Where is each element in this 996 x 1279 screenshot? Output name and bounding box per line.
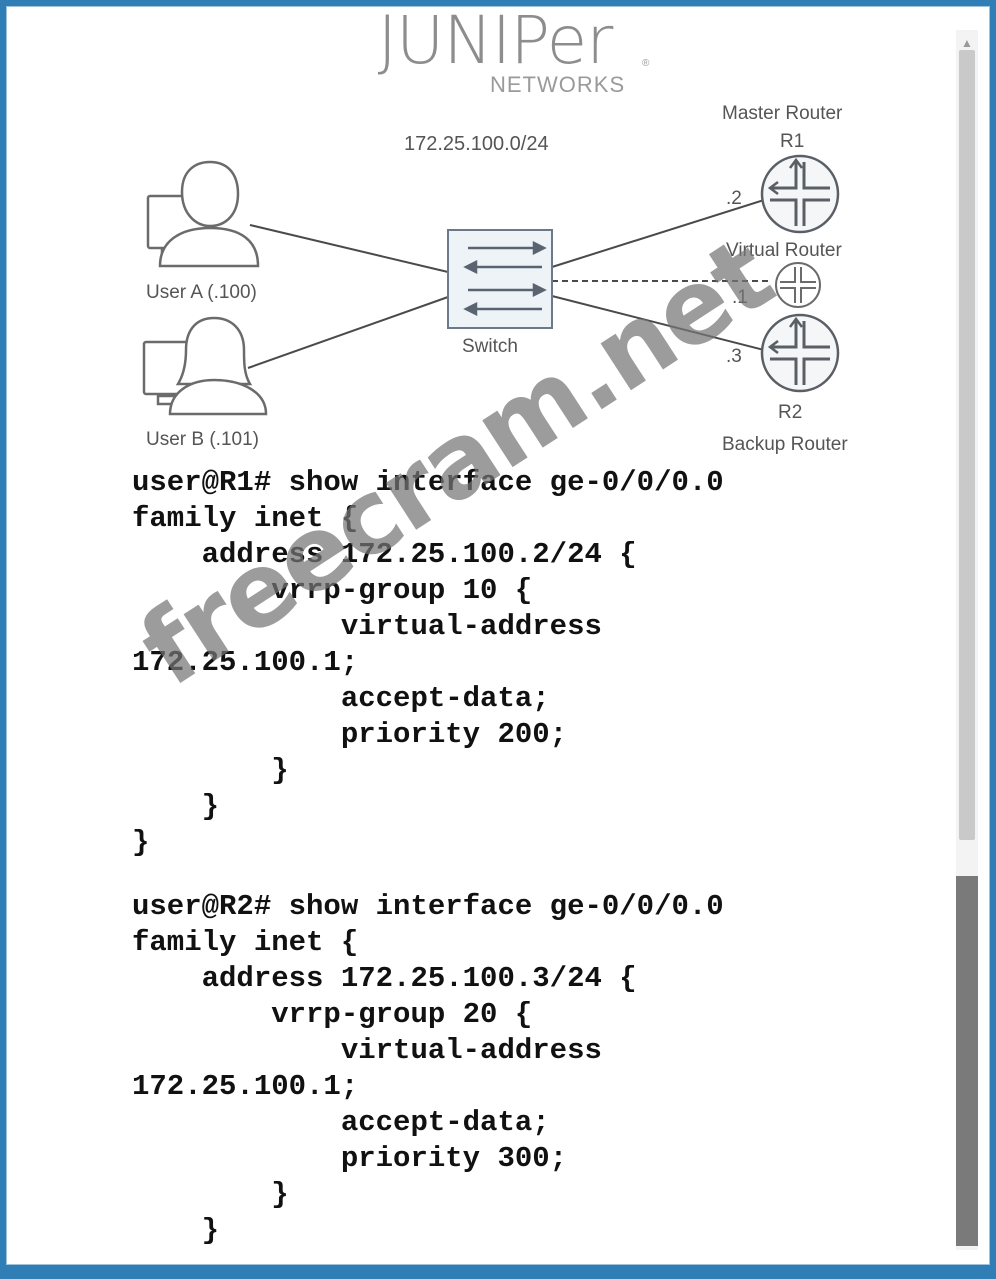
link-switch-r1 bbox=[551, 199, 765, 268]
r2-config-line: } bbox=[132, 1214, 220, 1247]
r1-label: R1 bbox=[780, 131, 804, 152]
juniper-logo: JUNIPer NETWORKS ® bbox=[330, 2, 670, 98]
r1-config-line: 172.25.100.1; bbox=[132, 646, 359, 679]
r1-config-line: virtual-address bbox=[132, 610, 602, 643]
user-b-label: User B (.101) bbox=[146, 429, 259, 450]
user-a-label: User A (.100) bbox=[146, 282, 257, 303]
scrollbar-thumb[interactable] bbox=[959, 50, 975, 840]
virtual-address: .1 bbox=[732, 287, 748, 308]
r1-config-line: } bbox=[132, 754, 289, 787]
r2-config-line: family inet { bbox=[132, 926, 359, 959]
r1-address: .2 bbox=[726, 188, 742, 209]
r1-config-line: } bbox=[132, 790, 220, 823]
virtual-router-title: Virtual Router bbox=[726, 240, 842, 261]
r2-label: R2 bbox=[778, 402, 802, 423]
vertical-scrollbar[interactable]: ▲ bbox=[956, 30, 978, 1250]
user-b-icon bbox=[142, 316, 268, 416]
switch-label: Switch bbox=[462, 336, 518, 357]
backup-router-title: Backup Router bbox=[722, 434, 848, 455]
r1-config-line: accept-data; bbox=[132, 682, 550, 715]
r1-config-line: vrrp-group 10 { bbox=[132, 574, 533, 607]
master-router-title: Master Router bbox=[722, 103, 843, 124]
r1-router-icon bbox=[760, 154, 840, 234]
juniper-logo-subtitle: NETWORKS bbox=[490, 72, 626, 97]
juniper-logo-wordmark: JUNIPer bbox=[377, 2, 614, 79]
switch-icon bbox=[447, 229, 553, 329]
link-user-b-switch bbox=[247, 296, 449, 369]
scroll-up-arrow-icon[interactable]: ▲ bbox=[961, 36, 973, 50]
r1-config-line: } bbox=[132, 826, 150, 859]
r2-config-line: 172.25.100.1; bbox=[132, 1070, 359, 1103]
r1-config-line: user@R1# show interface ge-0/0/0.0 bbox=[132, 466, 724, 499]
r2-config-line: priority 300; bbox=[132, 1142, 568, 1175]
r1-config-line: family inet { bbox=[132, 502, 359, 535]
r2-config-line: user@R2# show interface ge-0/0/0.0 bbox=[132, 890, 724, 923]
network-diagram: User A (.100) User B (.101) 172.25.100.0… bbox=[142, 103, 848, 455]
scrollbar-track-lower[interactable] bbox=[956, 876, 978, 1246]
r2-config-line: virtual-address bbox=[132, 1034, 602, 1067]
r2-address: .3 bbox=[726, 346, 742, 367]
r1-config-line: address 172.25.100.2/24 { bbox=[132, 538, 637, 571]
registered-mark: ® bbox=[642, 58, 650, 69]
r2-config-line: } bbox=[132, 1178, 289, 1211]
user-a-icon bbox=[146, 160, 260, 268]
r2-config-line: vrrp-group 20 { bbox=[132, 998, 533, 1031]
r2-config-line: accept-data; bbox=[132, 1106, 550, 1139]
virtual-router-icon bbox=[775, 262, 821, 308]
link-switch-r2 bbox=[551, 295, 765, 351]
r2-config-line: address 172.25.100.3/24 { bbox=[132, 962, 637, 995]
link-user-a-switch bbox=[249, 224, 449, 273]
subnet-label: 172.25.100.0/24 bbox=[404, 133, 549, 155]
r2-router-icon bbox=[760, 313, 840, 393]
content-area bbox=[6, 6, 990, 1265]
r1-config-line: priority 200; bbox=[132, 718, 568, 751]
